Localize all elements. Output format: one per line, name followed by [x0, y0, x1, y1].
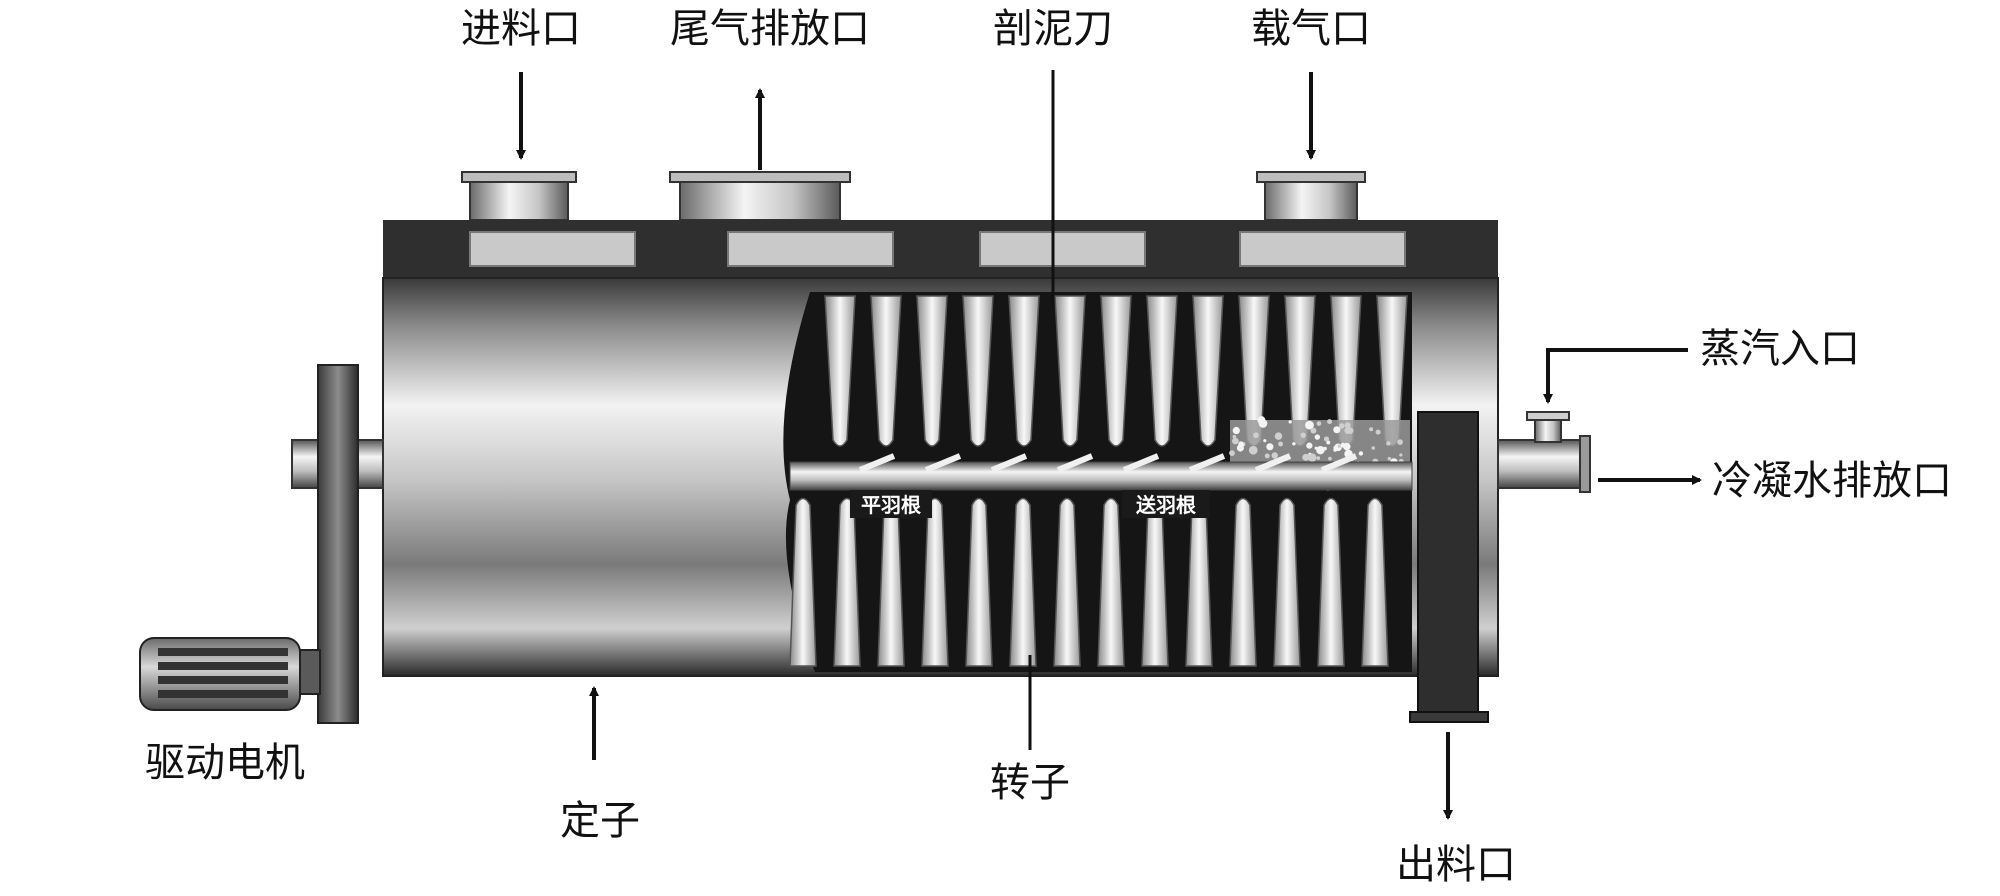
steam-nozzle	[1526, 411, 1570, 443]
speckle	[1369, 427, 1374, 432]
speckle	[1326, 440, 1331, 445]
speckle	[1316, 421, 1322, 426]
top-fins	[824, 295, 1408, 447]
carrier-gas-inlet-label: 载气口	[1251, 6, 1371, 52]
rotor-fin	[1229, 497, 1257, 667]
stator-label: 定子	[560, 798, 640, 844]
stator-fin	[1008, 295, 1040, 447]
speckle	[1333, 448, 1337, 452]
speckle	[1344, 422, 1351, 429]
drive-flange	[317, 364, 359, 724]
paddle-blade	[1320, 453, 1358, 473]
stator-fin	[962, 295, 994, 447]
top-plate	[383, 220, 1498, 278]
speckle	[1399, 453, 1403, 457]
speckle	[1278, 441, 1284, 447]
speckle	[1375, 429, 1381, 435]
drive-motor-label: 驱动电机	[145, 740, 305, 786]
speckle	[1371, 446, 1376, 450]
speckle	[1306, 442, 1313, 449]
speckle	[1397, 439, 1403, 445]
scraper-label: 剖泥刀	[993, 6, 1113, 52]
paddle-blade	[924, 453, 962, 473]
feed-inlet-label: 进料口	[461, 6, 581, 52]
speckle	[1238, 441, 1244, 447]
speckle	[1316, 456, 1321, 460]
paddle-blade	[1122, 453, 1160, 473]
stator-fin	[916, 295, 948, 447]
paddle-blade	[1254, 453, 1292, 473]
speckle	[1274, 432, 1283, 440]
paddle-blade	[990, 453, 1028, 473]
exhaust-nozzle	[669, 171, 851, 221]
speckle	[1344, 426, 1352, 435]
stator-fin	[1100, 295, 1132, 447]
rotor-paddles	[858, 453, 1358, 473]
rotor-fin	[1273, 497, 1301, 667]
exhaust-outlet-label: 尾气排放口	[670, 6, 870, 52]
paddle-blade	[858, 453, 896, 473]
discharge-flange	[1409, 411, 1489, 723]
carrier-gas-nozzle	[1256, 171, 1366, 221]
speckle	[1305, 420, 1314, 430]
speckle	[1386, 441, 1391, 446]
speckle	[1229, 450, 1235, 457]
speckle	[1232, 434, 1237, 439]
stator-fin	[824, 295, 856, 447]
speckle	[1264, 453, 1270, 459]
speckle	[1333, 426, 1341, 434]
rotor-label: 转子	[990, 760, 1070, 806]
paddle-blade	[1056, 453, 1094, 473]
speckle	[1328, 456, 1332, 461]
cutaway-interior: 平羽根 送羽根	[783, 292, 1413, 672]
rotor-fin	[1317, 497, 1345, 667]
steam-inlet-label: 蒸汽入口	[1700, 326, 1860, 372]
speckle	[1387, 456, 1392, 461]
rotor-fin	[789, 497, 817, 667]
conveying-blade-label: 送羽根	[1136, 493, 1196, 517]
speckle	[1253, 432, 1259, 439]
speckle	[1310, 427, 1317, 434]
speckle	[1314, 434, 1321, 440]
speckle	[1308, 453, 1317, 462]
feed-nozzle	[461, 171, 577, 221]
rotor-fin	[1053, 497, 1081, 667]
stator-fin	[1192, 295, 1224, 447]
rotor-fin	[1361, 497, 1389, 667]
speckle	[1316, 446, 1325, 455]
bottom-fins	[789, 497, 1389, 667]
speckle	[1266, 443, 1274, 451]
speckle	[1327, 419, 1333, 425]
speckle	[1257, 416, 1266, 425]
speckle	[1232, 437, 1239, 445]
condensate-outlet-label: 冷凝水排放口	[1712, 458, 1952, 504]
paddle-blade	[1188, 453, 1226, 473]
steam-arrow	[1543, 348, 1688, 404]
speckle	[1271, 452, 1278, 459]
stator-fin	[1146, 295, 1178, 447]
speckle	[1300, 432, 1306, 438]
speckle	[1337, 444, 1342, 448]
speckle	[1248, 445, 1258, 455]
stator-fin	[870, 295, 902, 447]
discharge-outlet-label: 出料口	[1396, 842, 1516, 888]
speckle	[1263, 439, 1267, 443]
drive-motor	[139, 637, 321, 711]
stator-fin	[1054, 295, 1086, 447]
rotor-fin	[1097, 497, 1125, 667]
flat-blade-label: 平羽根	[861, 493, 921, 517]
speckle	[1288, 420, 1292, 424]
speckle	[1340, 442, 1346, 448]
rotor-fin	[1009, 497, 1037, 667]
speckle	[1232, 426, 1240, 435]
speckle	[1339, 424, 1343, 429]
speckle	[1292, 442, 1296, 446]
speckle	[1358, 451, 1364, 456]
right-pipe	[1497, 435, 1591, 493]
rotor-fin	[965, 497, 993, 667]
speckle	[1302, 453, 1310, 461]
speckle	[1323, 436, 1330, 442]
